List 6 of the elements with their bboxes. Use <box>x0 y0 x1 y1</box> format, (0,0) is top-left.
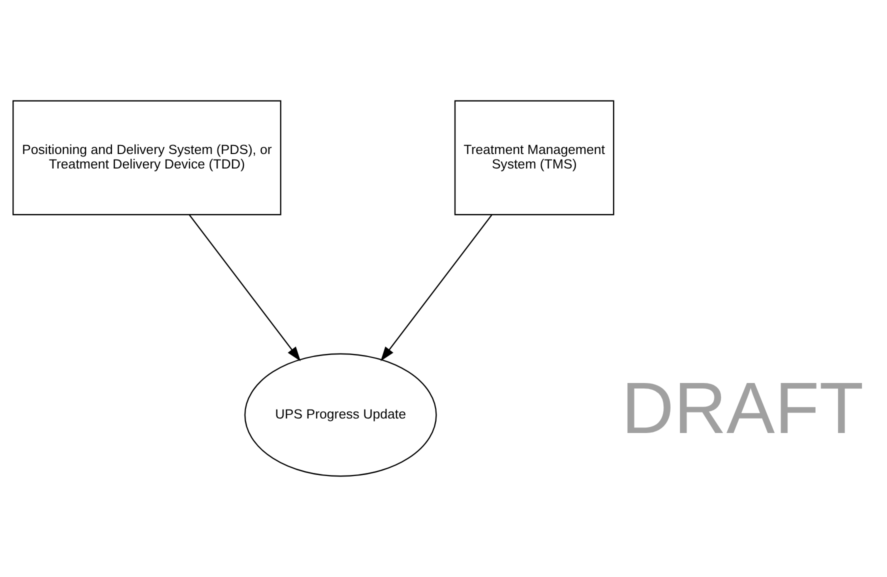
node-ellipse: UPS Progress Update <box>244 353 437 477</box>
node-box: Positioning and Delivery System (PDS), or Treatment Delivery Device (TDD) <box>12 100 282 216</box>
node-box: Treatment Management System (TMS) <box>454 100 614 216</box>
label: DRAFT <box>622 368 864 450</box>
arrow <box>188 214 301 362</box>
arrow <box>380 214 492 362</box>
